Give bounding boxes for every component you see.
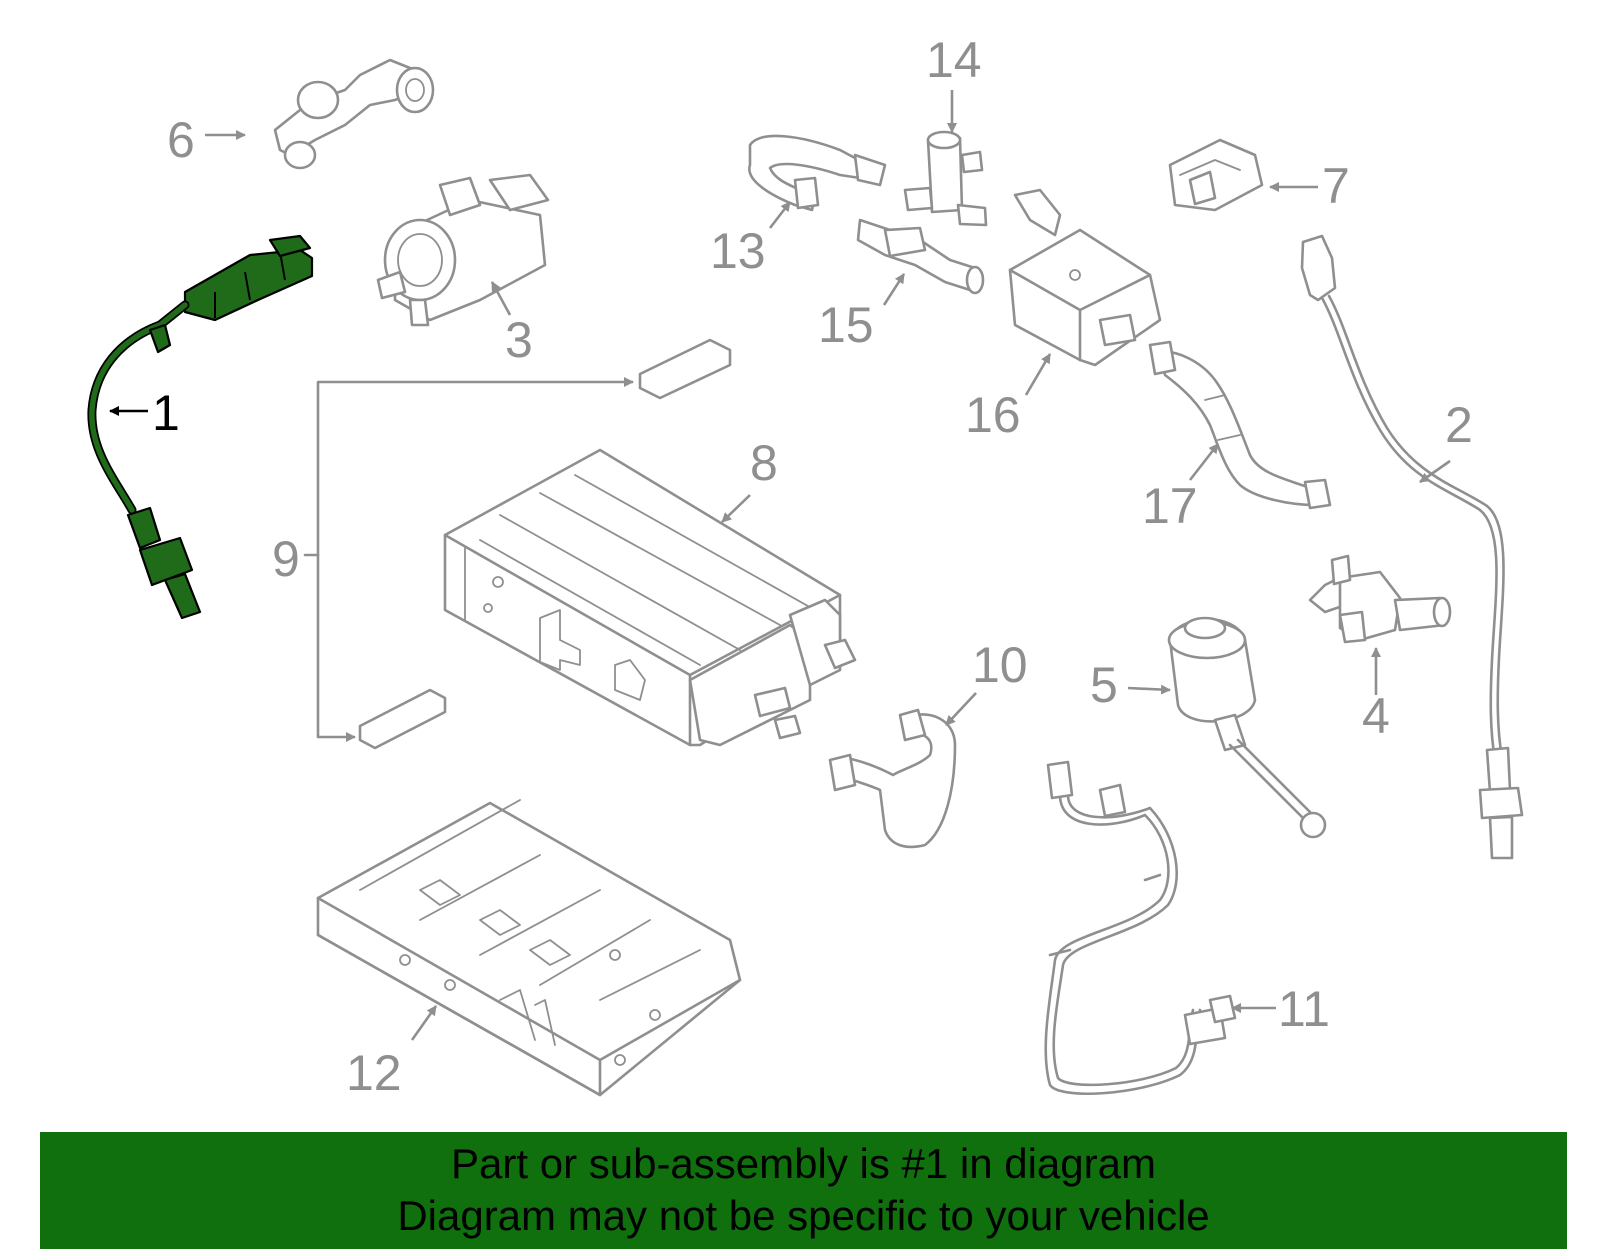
callout-4: 4 <box>1362 688 1390 744</box>
part-5-actuator[interactable] <box>1167 616 1327 839</box>
part-16-module[interactable] <box>1008 188 1162 367</box>
callout-14: 14 <box>926 32 982 88</box>
callout-5: 5 <box>1090 657 1118 713</box>
part-15-check-valve[interactable] <box>856 218 985 295</box>
callout-13: 13 <box>710 223 766 279</box>
part-17-hose[interactable] <box>1148 340 1332 510</box>
part-6-hose-connector[interactable] <box>273 58 435 170</box>
callout-10: 10 <box>972 637 1028 693</box>
callout-7: 7 <box>1322 158 1350 214</box>
callout-6: 6 <box>167 112 195 168</box>
part-4-vacuum-valve[interactable] <box>1308 554 1452 644</box>
callout-8: 8 <box>750 435 778 491</box>
part-2-oxygen-sensor[interactable] <box>1300 234 1524 860</box>
callout-15: 15 <box>818 297 874 353</box>
part-14-t-valve[interactable] <box>903 130 988 227</box>
leader-arrows <box>109 90 1451 1041</box>
part-12-bracket[interactable] <box>316 799 742 1097</box>
info-banner: Part or sub-assembly is #1 in diagram Di… <box>40 1132 1567 1249</box>
part-9-filter-pads[interactable] <box>303 338 732 750</box>
banner-line-2: Diagram may not be specific to your vehi… <box>397 1192 1210 1239</box>
callout-3: 3 <box>505 312 533 368</box>
part-11-wiring-harness[interactable] <box>1044 760 1237 1095</box>
callout-16: 16 <box>965 387 1021 443</box>
part-7-sensor[interactable] <box>1168 138 1264 212</box>
part-3-purge-valve[interactable] <box>376 173 550 327</box>
callout-9: 9 <box>272 531 300 587</box>
callout-11: 11 <box>1278 981 1330 1037</box>
part-8-canister[interactable] <box>443 448 857 747</box>
banner-line-1: Part or sub-assembly is #1 in diagram <box>451 1140 1156 1187</box>
part-13-hose[interactable] <box>748 134 887 212</box>
part-1-oxygen-sensor[interactable] <box>87 234 314 620</box>
callout-2: 2 <box>1445 397 1473 453</box>
part-10-hose[interactable] <box>828 708 957 849</box>
callout-12: 12 <box>346 1045 402 1101</box>
callout-1: 1 <box>152 385 180 441</box>
callout-17: 17 <box>1142 478 1198 534</box>
